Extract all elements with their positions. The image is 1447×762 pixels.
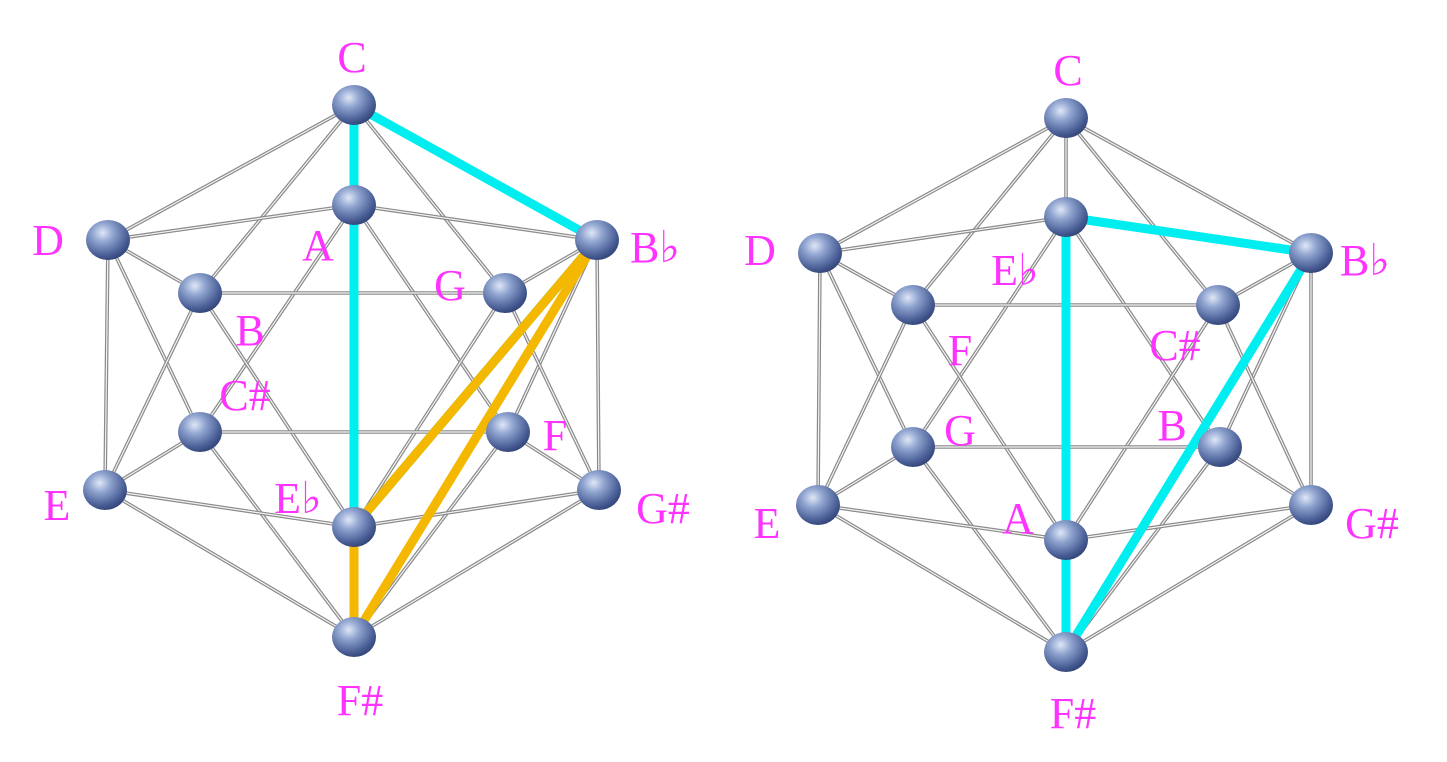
edge-f-e-inner (817, 304, 914, 506)
left-edges (103, 103, 601, 639)
edge-g-sharp-e-flat-inner (353, 489, 600, 528)
left-icosahedron: C D B♭ AB G C# F E G# E♭ F# (32, 33, 690, 725)
label-c: C (1053, 46, 1082, 95)
label-b: B (235, 306, 264, 355)
edge-d-a-inner (107, 204, 355, 241)
node-c-sharp (1196, 285, 1240, 325)
label-e: E (44, 481, 71, 530)
edge-c-c-sharp-inner (1065, 117, 1219, 306)
node-g-sharp (1289, 485, 1333, 525)
edge-c-sharp-a-inner (1065, 304, 1219, 541)
right-highlight-0 (1061, 212, 1315, 655)
edge-c-d-inner (819, 117, 1067, 254)
label-f: F (948, 326, 972, 375)
edge-c-b-flat-inner (1065, 117, 1312, 254)
edge-e-a-inner (817, 504, 1067, 541)
edge-d-g-inner (819, 252, 914, 448)
node-b (178, 273, 222, 313)
node-g (891, 427, 935, 467)
edge-c-d-inner (107, 104, 355, 241)
edge-c-b-inner (199, 104, 355, 294)
node-f (891, 285, 935, 325)
node-c-sharp (178, 412, 222, 452)
label-c-sharp: C# (1149, 321, 1200, 370)
label-c-sharp: C# (219, 371, 270, 420)
edge-d-e-inner (104, 239, 109, 491)
node-e-flat (332, 507, 376, 547)
edge-e-flat-g-inner (912, 216, 1067, 448)
edge-c-sharp-f-sharp-inner (199, 431, 355, 638)
label-g: G (944, 406, 976, 455)
edge-a-c-sharp-inner (199, 204, 355, 433)
label-g: G (434, 261, 466, 310)
edge-d-c-sharp-inner (107, 239, 201, 433)
edge-a-f-inner (353, 204, 509, 433)
node-f-sharp (1044, 632, 1088, 672)
node-c (1044, 98, 1088, 138)
node-e (796, 485, 840, 525)
label-b-flat: B♭ (630, 223, 680, 272)
edge-c-sharp-g-sharp-inner (1217, 304, 1312, 506)
label-g-sharp: G# (1345, 499, 1399, 548)
label-e: E (754, 499, 781, 548)
node-d (86, 220, 130, 260)
label-a: A (1002, 494, 1034, 543)
label-f-sharp: F# (337, 676, 383, 725)
edge-e-f-sharp-inner (817, 504, 1067, 653)
label-f: F (543, 411, 567, 460)
edge-b-flat-g-sharp-inner (596, 239, 600, 491)
node-f-sharp (332, 617, 376, 657)
label-b-flat: B♭ (1340, 236, 1390, 285)
edge-c-f-inner (912, 117, 1067, 306)
node-b-flat (1289, 233, 1333, 273)
label-e-flat: E♭ (991, 246, 1039, 295)
node-f (486, 412, 530, 452)
edge-e-flat-b-inner (1065, 216, 1221, 448)
edge-g-sharp-a-inner (1065, 504, 1312, 541)
node-b (1198, 427, 1242, 467)
highlight-edge-b-flat-f-sharp (1062, 250, 1315, 655)
label-b: B (1157, 401, 1186, 450)
node-e (83, 470, 127, 510)
edge-c-g-inner (353, 104, 506, 294)
edge-g-sharp-f-sharp-inner (353, 489, 600, 638)
node-b-flat (575, 220, 619, 260)
edge-g-f-sharp-inner (912, 446, 1067, 653)
node-g (483, 273, 527, 313)
node-d (798, 233, 842, 273)
right-icosahedron: C D B♭ E♭ F C# G B E G# A F# (744, 46, 1399, 738)
edge-d-e-flat-inner (819, 216, 1067, 254)
label-c: C (337, 33, 366, 82)
edge-g-e-flat-inner (353, 292, 506, 528)
label-a: A (302, 221, 334, 270)
node-e-flat (1044, 197, 1088, 237)
edge-d-e-inner (817, 252, 821, 506)
edge-f-a-inner (912, 304, 1067, 541)
edge-e-f-sharp-inner (104, 489, 355, 638)
highlight-edge-b-flat-f-sharp (350, 237, 601, 640)
label-f-sharp: F# (1050, 689, 1096, 738)
edge-b-e-inner (104, 292, 201, 491)
edge-e-e-flat-inner (104, 489, 355, 528)
edge-g-sharp-f-sharp-inner (1065, 504, 1312, 653)
label-e-flat: E♭ (274, 474, 322, 523)
node-a (332, 185, 376, 225)
edge-b-flat-a-inner (353, 204, 598, 241)
highlight-edge-e-flat-b-flat (1065, 212, 1312, 258)
node-c (332, 85, 376, 125)
highlight-edge-c-b-flat (351, 101, 600, 244)
node-g-sharp (577, 470, 621, 510)
label-d: D (32, 216, 64, 265)
highlight-edge-e-flat-b-flat (350, 237, 601, 530)
node-a (1044, 520, 1088, 560)
label-d: D (744, 226, 776, 275)
edge-b-e-flat-inner (199, 292, 355, 528)
label-g-sharp: G# (636, 484, 690, 533)
